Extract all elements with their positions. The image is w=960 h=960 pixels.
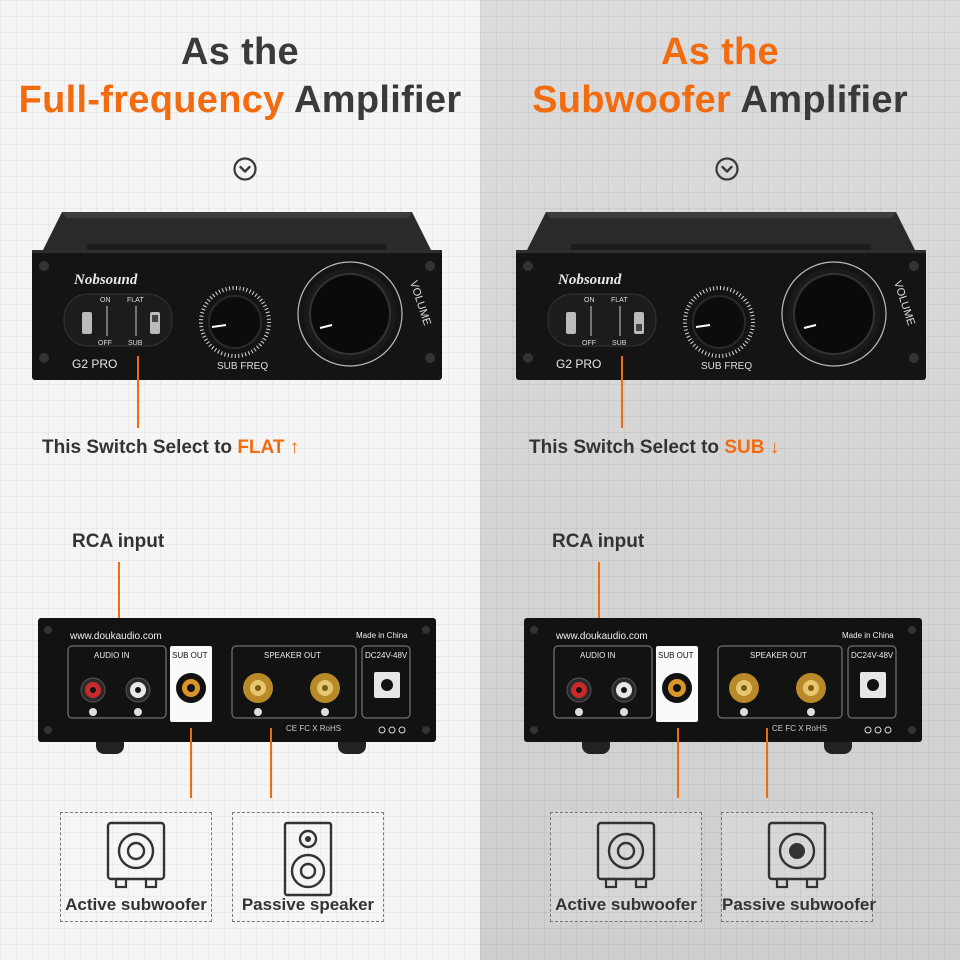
speaker-out-pointer-line xyxy=(270,728,272,798)
right-title-line2: Subwoofer Amplifier xyxy=(480,76,960,124)
front-model: G2 PRO xyxy=(556,357,601,371)
right-rca-input-label: RCA input xyxy=(552,531,645,552)
left-title-highlight: Full-frequency xyxy=(18,79,285,121)
front-brand: Nobsound xyxy=(73,272,138,288)
right-title-highlight: Subwoofer xyxy=(532,79,732,121)
rear-made-in: Made in China xyxy=(356,631,408,640)
front-sub-label: SUB xyxy=(612,340,627,347)
amplifier-front-view: Nobsound ON OFF FLAT SUB G2 PRO SUB FREQ… xyxy=(32,212,442,380)
sub-out-pointer-line xyxy=(190,728,192,798)
switch-pointer-line xyxy=(137,356,139,428)
left-switch-caption-prefix: This Switch Select to xyxy=(42,437,238,458)
front-switch-off: OFF xyxy=(98,340,112,347)
active-subwoofer-icon xyxy=(596,821,656,889)
left-title-line1: As the xyxy=(181,31,299,73)
rear-audio-in: AUDIO IN xyxy=(580,651,616,660)
left-active-subwoofer-card: Active subwoofer xyxy=(60,812,212,922)
left-box1-label: Active subwoofer xyxy=(65,895,207,914)
right-box1-label: Active subwoofer xyxy=(555,895,697,914)
front-flat-label: FLAT xyxy=(127,297,144,304)
left-title-line2: Full-frequency Amplifier xyxy=(0,76,480,124)
chevron-down-circle-icon xyxy=(233,157,257,181)
right-box2-label: Passive subwoofer xyxy=(722,895,877,914)
front-sub-freq: SUB FREQ xyxy=(217,361,268,372)
sub-out-pointer-line xyxy=(677,728,679,798)
front-sub-freq: SUB FREQ xyxy=(701,361,752,372)
left-rca-input-label: RCA input xyxy=(72,531,165,552)
right-switch-caption-value: SUB ↓ xyxy=(724,437,780,458)
right-switch-caption-prefix: This Switch Select to xyxy=(529,437,725,458)
rca-pointer-line xyxy=(118,562,120,630)
rear-website: www.doukaudio.com xyxy=(555,631,648,642)
right-active-subwoofer-card: Active subwoofer xyxy=(550,812,702,922)
passive-subwoofer-icon xyxy=(767,821,827,889)
amplifier-front-view: Nobsound ON OFF FLAT SUB G2 PRO SUB FREQ… xyxy=(516,212,926,380)
amplifier-rear-view: www.doukaudio.com Made in China AUDIO IN… xyxy=(524,618,922,754)
left-switch-caption: This Switch Select to FLAT ↑ xyxy=(42,437,299,459)
rear-certifications: CE FC X RoHS xyxy=(772,724,827,733)
right-panel-subwoofer: As the Subwoofer Amplifier Nobsound ON O… xyxy=(480,0,960,960)
passive-speaker-icon xyxy=(283,821,333,897)
rca-pointer-line xyxy=(598,562,600,630)
rear-audio-in: AUDIO IN xyxy=(94,651,130,660)
front-switch-on: ON xyxy=(584,297,595,304)
front-brand: Nobsound xyxy=(557,272,622,288)
right-title-line1-highlight: As the xyxy=(661,31,779,73)
right-switch-caption: This Switch Select to SUB ↓ xyxy=(529,437,779,459)
speaker-out-pointer-line xyxy=(766,728,768,798)
switch-pointer-line xyxy=(621,356,623,428)
right-title-rest: Amplifier xyxy=(731,79,908,121)
front-flat-label: FLAT xyxy=(611,297,628,304)
front-switch-on: ON xyxy=(100,297,111,304)
rear-certifications: CE FC X RoHS xyxy=(286,724,341,733)
front-model: G2 PRO xyxy=(72,357,117,371)
rear-speaker-out: SPEAKER OUT xyxy=(750,651,807,660)
left-passive-speaker-card: Passive speaker xyxy=(232,812,384,922)
left-panel-full-frequency: As the Full-frequency Amplifier Nobsound… xyxy=(0,0,480,960)
chevron-down-circle-icon xyxy=(715,157,739,181)
rear-sub-out: SUB OUT xyxy=(658,651,694,660)
rear-speaker-out: SPEAKER OUT xyxy=(264,651,321,660)
rear-power: DC24V-48V xyxy=(851,651,894,660)
left-switch-caption-value: FLAT ↑ xyxy=(237,437,300,458)
rear-sub-out: SUB OUT xyxy=(172,651,208,660)
front-switch-off: OFF xyxy=(582,340,596,347)
right-passive-subwoofer-card: Passive subwoofer xyxy=(721,812,877,922)
rear-made-in: Made in China xyxy=(842,631,894,640)
left-title-rest: Amplifier xyxy=(284,79,462,121)
rear-power: DC24V-48V xyxy=(365,651,408,660)
active-subwoofer-icon xyxy=(106,821,166,889)
right-title-line1: As the xyxy=(480,28,960,76)
rear-website: www.doukaudio.com xyxy=(69,631,162,642)
left-box2-label: Passive speaker xyxy=(241,895,375,914)
front-sub-label: SUB xyxy=(128,340,143,347)
amplifier-rear-view: www.doukaudio.com Made in China AUDIO IN… xyxy=(38,618,436,754)
